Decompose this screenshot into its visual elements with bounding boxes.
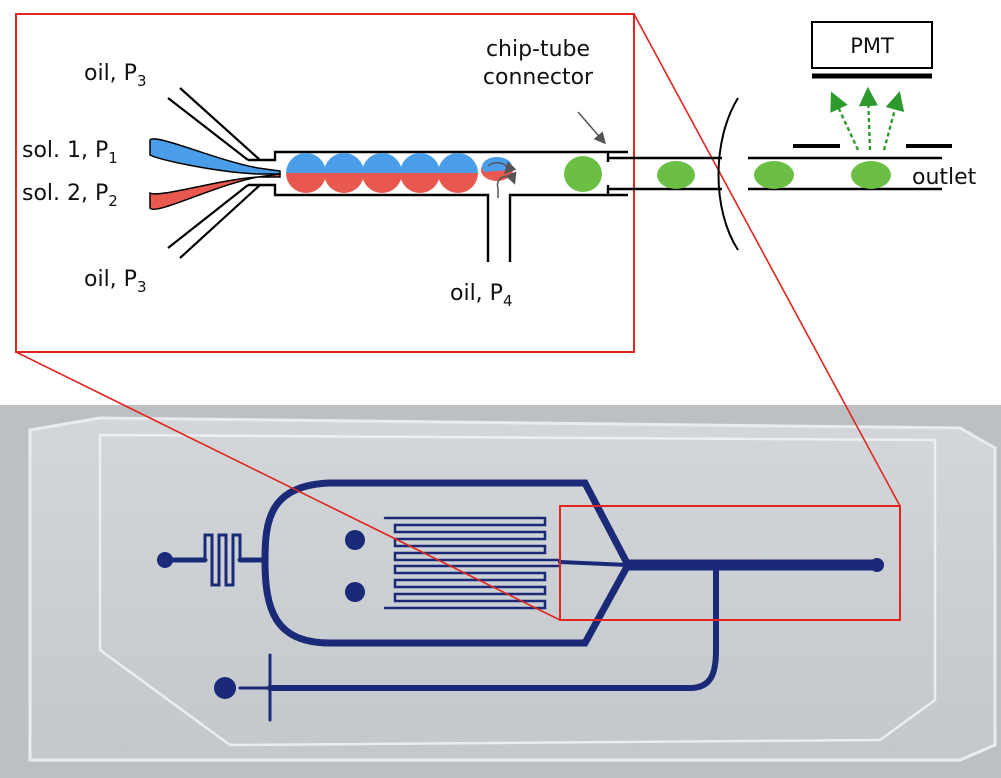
oil-injection-arrow — [496, 171, 517, 198]
zoom-frame — [15, 13, 635, 353]
label-solution-2: sol. 2, P2 — [22, 181, 118, 210]
label-oil-p3-top: oil, P3 — [84, 61, 146, 90]
green-droplet-tube — [657, 161, 695, 189]
green-droplet-chip — [564, 156, 602, 192]
droplet-1 — [286, 153, 326, 193]
connector-pointer — [577, 111, 606, 145]
chip-highlight-box — [559, 505, 901, 621]
label-oil-p3-bottom: oil, P3 — [84, 267, 146, 296]
chip-tube-connector — [606, 152, 722, 195]
bicolor-droplets — [286, 153, 478, 193]
serpentine-inlet — [203, 533, 242, 587]
bottom-oil-stem — [238, 653, 272, 722]
merge-channel — [558, 560, 630, 567]
oil-inlets — [167, 87, 261, 259]
mixing-droplet — [481, 156, 517, 198]
zoom-indicator — [15, 13, 901, 621]
pdms-chip — [98, 433, 937, 747]
droplet-5 — [438, 153, 478, 193]
port-sol1 — [345, 530, 365, 550]
label-oil-p4: oil, P4 — [450, 281, 512, 310]
zoom-line-right — [633, 13, 901, 507]
lower-serpentine — [383, 564, 562, 610]
fluorescence-emission-arrows — [830, 86, 905, 151]
green-droplet-outlet-1 — [754, 161, 794, 189]
chip-photo — [0, 405, 1001, 778]
schematic: PMT oil, P3 sol. 1, P1 sol. 2, P2 oil, P… — [22, 21, 977, 310]
port-left — [157, 552, 173, 568]
break-mark — [717, 97, 739, 251]
chip-channels — [162, 479, 881, 722]
droplet-3 — [362, 153, 402, 193]
droplet-2 — [324, 153, 364, 193]
outlet-tube — [748, 156, 942, 191]
pmt-detector: PMT — [811, 21, 933, 79]
droplet-4 — [400, 153, 440, 193]
label-solution-1: sol. 1, P1 — [22, 138, 118, 167]
label-connector-line2: connector — [483, 65, 594, 90]
glass-slide — [28, 416, 997, 762]
port-bottom — [214, 677, 236, 699]
main-channel-schematic — [248, 150, 628, 262]
zoom-line-left — [15, 351, 561, 621]
port-sol2 — [345, 582, 365, 602]
port-outlet — [870, 558, 884, 572]
solution-2-stream — [149, 173, 281, 211]
label-connector-line1: chip-tube — [486, 37, 590, 62]
chip-ports — [157, 530, 884, 699]
pmt-label: PMT — [850, 34, 894, 58]
green-droplet-outlet-2 — [851, 161, 891, 189]
upper-serpentine — [383, 516, 562, 562]
bottom-oil-channel — [267, 562, 719, 691]
label-outlet: outlet — [912, 165, 977, 190]
